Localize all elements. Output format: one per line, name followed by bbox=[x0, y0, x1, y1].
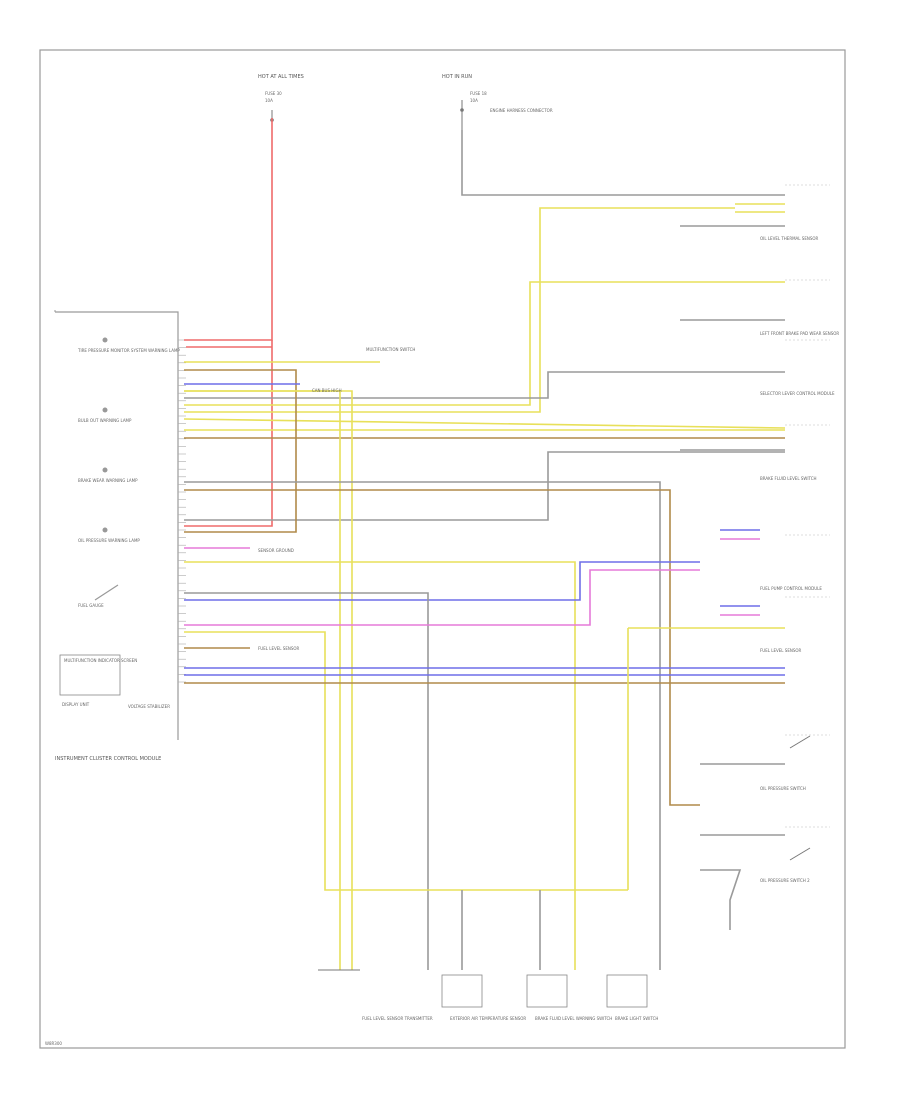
right-component: SELECTOR LEVER CONTROL MODULE bbox=[760, 339, 835, 396]
wire-gray bbox=[184, 481, 661, 970]
fuse-symbol-right bbox=[460, 100, 464, 130]
indicator-label: BRAKE WEAR WARNING LAMP bbox=[78, 478, 138, 483]
bottom-component: BRAKE LIGHT SWITCH bbox=[606, 974, 658, 1021]
gauge-needle-icon bbox=[94, 584, 119, 601]
wire-gray bbox=[700, 869, 742, 930]
right-component: OIL PRESSURE SWITCH bbox=[760, 734, 830, 791]
cluster-name: INSTRUMENT CLUSTER CONTROL MODULE bbox=[55, 756, 161, 762]
right-component: OIL PRESSURE SWITCH 2 bbox=[760, 826, 830, 883]
component-box bbox=[606, 974, 648, 1008]
right-component: OIL LEVEL THERMAL SENSOR bbox=[760, 184, 830, 241]
indicator-label: OIL PRESSURE WARNING LAMP bbox=[78, 538, 140, 543]
splice-labels: CAN BUS HIGH SENSOR GROUND FUEL LEVEL SENS… bbox=[258, 347, 415, 651]
component-label: SELECTOR LEVER CONTROL MODULE bbox=[760, 391, 835, 396]
component-box bbox=[441, 974, 483, 1008]
cluster-indicator: OIL PRESSURE WARNING LAMP bbox=[78, 527, 140, 543]
wires bbox=[178, 118, 786, 970]
svg-text:FUSE 18: FUSE 18 bbox=[470, 91, 487, 96]
svg-text:HOT IN RUN: HOT IN RUN bbox=[442, 74, 472, 80]
fuse-right-label: HOT IN RUN FUSE 18 10A ENGINE HARNESS CO… bbox=[442, 74, 553, 113]
wire-brown bbox=[184, 369, 297, 533]
wire-gray bbox=[184, 371, 785, 399]
indicator-list: TIRE PRESSURE MONITOR SYSTEM WARNING LAM… bbox=[64, 337, 180, 709]
lamp-icon bbox=[102, 527, 108, 533]
splice-label: MULTIFUNCTION SWITCH bbox=[366, 347, 415, 352]
splice-label: CAN BUS HIGH bbox=[312, 388, 342, 393]
wire-yellow bbox=[184, 561, 576, 970]
indicator-label: TIRE PRESSURE MONITOR SYSTEM WARNING LAM… bbox=[77, 348, 180, 353]
lamp-icon bbox=[102, 467, 108, 473]
right-component: FUEL LEVEL SENSOR bbox=[760, 596, 830, 653]
instrument-cluster: INSTRUMENT CLUSTER CONTROL MODULE DISPLA… bbox=[54, 310, 180, 762]
svg-text:10A: 10A bbox=[265, 98, 273, 103]
wire-yellow bbox=[184, 390, 341, 970]
switch-icon bbox=[789, 735, 811, 749]
indicator-label: VOLTAGE STABILIZER bbox=[128, 704, 170, 709]
wire-red-battery bbox=[184, 340, 273, 527]
wire-red-battery bbox=[184, 118, 273, 341]
right-component: LEFT FRONT BRAKE PAD WEAR SENSOR bbox=[760, 279, 839, 336]
component-label: LEFT FRONT BRAKE PAD WEAR SENSOR bbox=[760, 331, 839, 336]
svg-text:10A: 10A bbox=[470, 98, 478, 103]
wire-yellow bbox=[184, 631, 628, 891]
bottom-component: BRAKE FLUID LEVEL WARNING SWITCH bbox=[526, 974, 612, 1021]
wire-blue bbox=[184, 561, 700, 601]
component-label: BRAKE FLUID LEVEL WARNING SWITCH bbox=[535, 1016, 612, 1021]
bottom-component: FUEL LEVEL SENSOR TRANSMITTER bbox=[362, 1016, 433, 1021]
component-label: BRAKE LIGHT SWITCH bbox=[615, 1016, 658, 1021]
bottom-components: FUEL LEVEL SENSOR TRANSMITTER EXTERIOR AI… bbox=[318, 969, 658, 1021]
wire-ign-feed bbox=[461, 130, 785, 196]
component-label: FUEL LEVEL SENSOR bbox=[760, 648, 802, 653]
wire-yellow bbox=[184, 390, 353, 970]
wire-gray bbox=[184, 592, 429, 970]
display-unit-label: DISPLAY UNIT bbox=[62, 702, 90, 707]
indicator-label: BULB OUT WARNING LAMP bbox=[78, 418, 132, 423]
component-label: FUEL PUMP CONTROL MODULE bbox=[760, 586, 822, 591]
component-label: FUEL LEVEL SENSOR TRANSMITTER bbox=[362, 1016, 433, 1021]
component-label: OIL PRESSURE SWITCH bbox=[760, 786, 806, 791]
component-label: EXTERIOR AIR TEMPERATURE SENSOR bbox=[450, 1016, 526, 1021]
splice-label: FUEL LEVEL SENSOR bbox=[258, 646, 300, 651]
bottom-component: EXTERIOR AIR TEMPERATURE SENSOR bbox=[441, 974, 526, 1021]
lamp-icon bbox=[102, 407, 108, 413]
component-label: OIL LEVEL THERMAL SENSOR bbox=[760, 236, 819, 241]
fuse-left-label: HOT AT ALL TIMES FUSE 30 10A bbox=[258, 74, 304, 103]
cluster-indicator: BULB OUT WARNING LAMP bbox=[78, 407, 132, 423]
wire-yellow bbox=[183, 418, 786, 429]
right-component: FUEL PUMP CONTROL MODULE bbox=[760, 534, 830, 591]
wire-yellow bbox=[184, 281, 785, 406]
svg-text:ENGINE HARNESS CONNECTOR: ENGINE HARNESS CONNECTOR bbox=[490, 108, 553, 113]
component-label: BRAKE FLUID LEVEL SWITCH bbox=[760, 476, 817, 481]
wire-gray bbox=[184, 451, 785, 521]
cluster-indicator: FUEL GAUGE bbox=[78, 584, 119, 608]
display-unit-box bbox=[59, 654, 121, 696]
indicator-label: MULTIFUNCTION INDICATOR SCREEN bbox=[64, 658, 137, 663]
indicator-label: FUEL GAUGE bbox=[78, 603, 104, 608]
component-box bbox=[526, 974, 568, 1008]
wire-brown bbox=[184, 489, 700, 806]
lamp-icon bbox=[102, 337, 108, 343]
figure-code: W8R300 bbox=[45, 1041, 62, 1046]
svg-text:FUSE 30: FUSE 30 bbox=[265, 91, 282, 96]
switch-icon bbox=[789, 847, 811, 861]
wire-yellow bbox=[184, 207, 735, 413]
right-components: OIL LEVEL THERMAL SENSOR LEFT FRONT BRAKE… bbox=[760, 184, 839, 883]
diagram-frame bbox=[39, 49, 846, 1049]
wire-pink bbox=[184, 569, 700, 626]
svg-text:HOT AT ALL TIMES: HOT AT ALL TIMES bbox=[258, 74, 304, 80]
cluster-indicator: TIRE PRESSURE MONITOR SYSTEM WARNING LAM… bbox=[77, 337, 180, 353]
splice-label: SENSOR GROUND bbox=[258, 548, 294, 553]
component-label: OIL PRESSURE SWITCH 2 bbox=[760, 878, 810, 883]
right-component: BRAKE FLUID LEVEL SWITCH bbox=[760, 424, 830, 481]
cluster-indicator: BRAKE WEAR WARNING LAMP bbox=[78, 467, 138, 483]
